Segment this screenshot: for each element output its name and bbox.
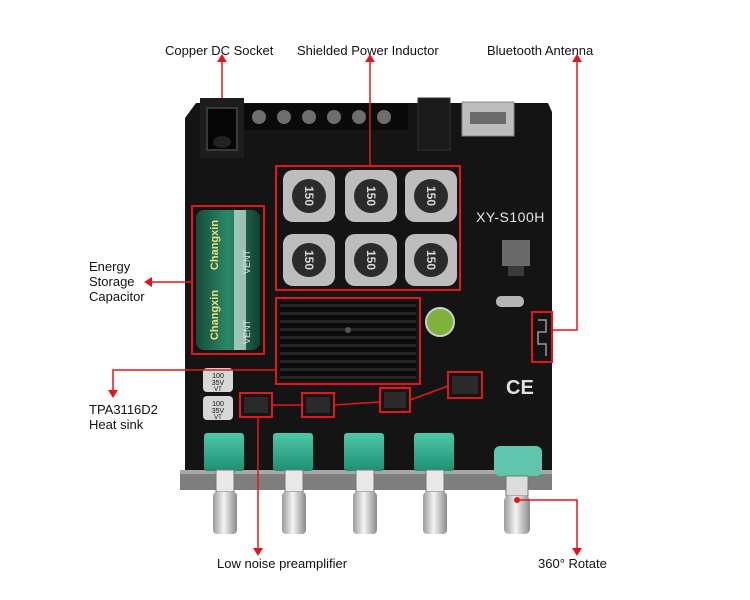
- inductor-label: 150: [424, 250, 438, 270]
- inductor-4: 150: [283, 234, 335, 286]
- heat-sink: [280, 302, 416, 380]
- small-capacitor-green: [425, 307, 455, 337]
- potentiometer-4: [414, 433, 454, 534]
- preamp-chip: [244, 397, 268, 413]
- preamp-callout: Low noise preamplifier: [217, 556, 348, 571]
- heatsink-arrowhead: [108, 390, 118, 398]
- voltage-regulator: [502, 240, 530, 266]
- bluetooth-antenna: [537, 319, 547, 356]
- small-capacitor-2: 100 35V VT: [203, 396, 233, 421]
- preamp-chip: [452, 376, 478, 394]
- preamp-connector-line: [272, 385, 449, 406]
- inductor-label: 150: [364, 186, 378, 206]
- capacitor-vent-label: VENT: [242, 250, 252, 275]
- preamp-highlight-box: [447, 371, 483, 399]
- antenna-leader: [552, 62, 578, 331]
- antenna-arrowhead: [572, 54, 582, 62]
- small-cap-label: 35V: [212, 408, 225, 415]
- heatsink-callout-line: TPA3116D2: [89, 402, 158, 417]
- small-cap-label: 100: [212, 401, 224, 408]
- heatsink-leader: [112, 369, 276, 390]
- capacitor-brand-label: Changxin: [209, 220, 221, 270]
- capacitor-highlight-box: [191, 205, 265, 355]
- antenna-highlight-box: [531, 311, 553, 363]
- inductor-label: 150: [424, 186, 438, 206]
- preamp-arrowhead: [253, 548, 263, 556]
- inductor-arrowhead: [365, 54, 375, 62]
- heatsink-callout-line: Heat sink: [89, 417, 144, 432]
- terminal-block: [244, 104, 408, 130]
- capacitor-arrowhead: [144, 277, 152, 287]
- energy-storage-capacitor: Changxin Changxin VENT VENT: [196, 210, 260, 350]
- aux-jack: [417, 97, 451, 151]
- inductor-6: 150: [405, 234, 457, 286]
- capacitor-callout: Energy Storage Capacitor: [89, 259, 145, 304]
- potentiometer-1: [204, 433, 244, 534]
- crystal: [496, 296, 524, 307]
- antenna-callout: Bluetooth Antenna: [487, 43, 594, 58]
- capacitor-brand-label: Changxin: [209, 290, 221, 340]
- small-cap-label: 35V: [212, 380, 225, 387]
- dc-socket: [200, 98, 244, 158]
- inductor-3: 150: [405, 170, 457, 222]
- rotary-encoder: [494, 446, 542, 534]
- inductor-label: 150: [302, 186, 316, 206]
- small-cap-label: VT: [214, 415, 222, 421]
- model-label: XY-S100H: [476, 209, 545, 225]
- rotate-callout: 360° Rotate: [538, 556, 607, 571]
- inductor-5: 150: [345, 234, 397, 286]
- inductor-label: 150: [364, 250, 378, 270]
- potentiometer-3: [344, 433, 384, 534]
- dc-socket-callout: Copper DC Socket: [165, 43, 274, 58]
- inductor-callout: Shielded Power Inductor: [297, 43, 439, 58]
- rotate-anchor-dot: [514, 497, 520, 503]
- capacitor-callout-line: Storage: [89, 274, 135, 289]
- inductor-2: 150: [345, 170, 397, 222]
- rotate-leader: [517, 499, 578, 548]
- capacitor-callout-line: Energy: [89, 259, 131, 274]
- preamp-chip: [306, 397, 330, 413]
- inductor-1: 150: [283, 170, 335, 222]
- inductor-highlight-box: [275, 165, 461, 291]
- heatsink-callout: TPA3116D2 Heat sink: [89, 402, 158, 432]
- small-cap-label: 100: [212, 373, 224, 380]
- heatsink-highlight-box: [275, 297, 421, 385]
- small-capacitor-1: 100 35V VT: [203, 368, 233, 393]
- capacitor-vent-label: VENT: [242, 320, 252, 345]
- dc-socket-arrowhead: [217, 54, 227, 62]
- inductor-label: 150: [302, 250, 316, 270]
- preamp-chip: [384, 392, 406, 408]
- ce-mark: CE: [506, 377, 534, 399]
- capacitor-callout-line: Capacitor: [89, 289, 145, 304]
- rotate-arrowhead: [572, 548, 582, 556]
- potentiometer-2: [273, 433, 313, 534]
- small-cap-label: VT: [214, 387, 222, 393]
